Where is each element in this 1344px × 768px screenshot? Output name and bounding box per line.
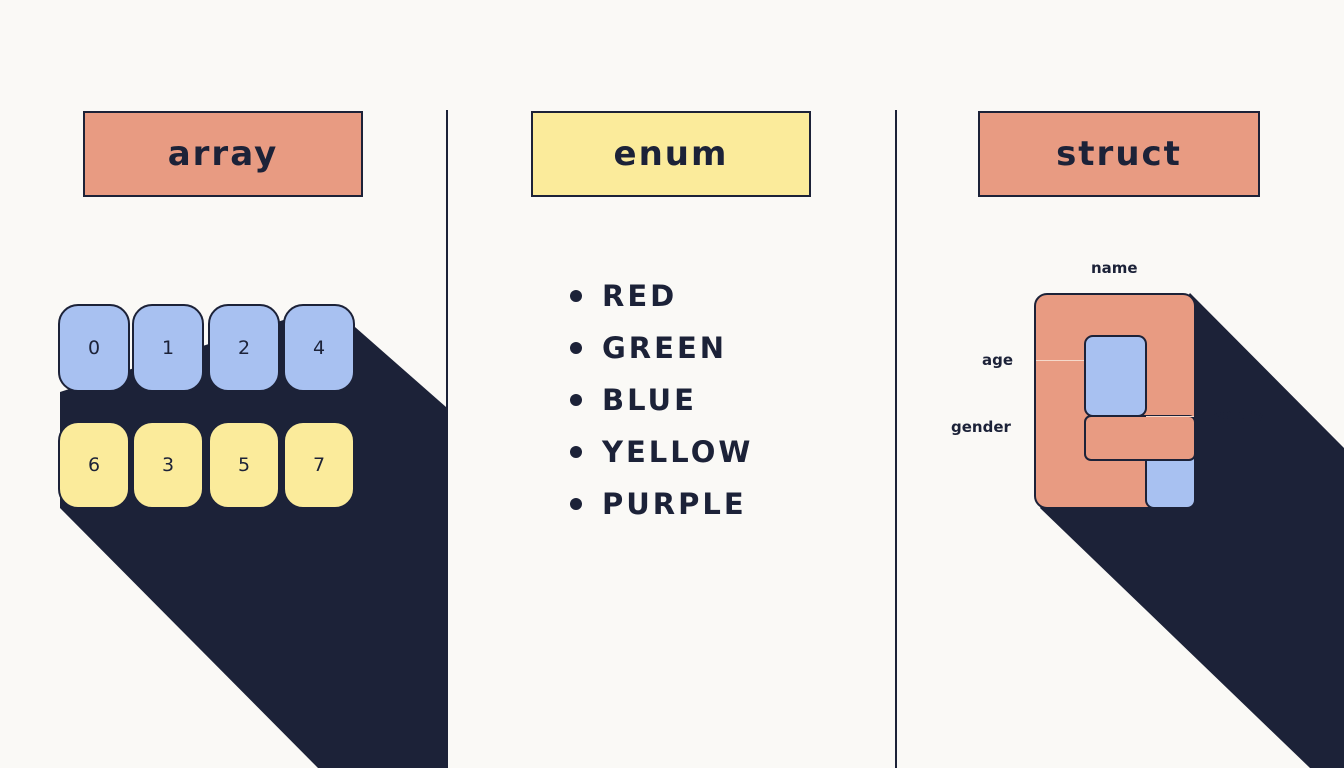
array-title-box: array	[83, 111, 363, 197]
array-cell-top: 2	[208, 304, 280, 392]
bullet-icon	[570, 342, 582, 354]
array-connector	[168, 390, 170, 422]
enum-item-label: GREEN	[602, 331, 728, 365]
array-cell-value: 0	[87, 337, 101, 359]
struct-field-name-label: name	[1091, 259, 1138, 277]
column-divider-right	[895, 110, 897, 768]
array-title: array	[167, 134, 279, 174]
array-connector	[244, 390, 246, 422]
bullet-icon	[570, 394, 582, 406]
enum-item: BLUE	[570, 374, 753, 426]
enum-item: PURPLE	[570, 478, 753, 530]
age-guide-line	[1036, 360, 1084, 361]
struct-field-gender-label: gender	[951, 418, 1011, 436]
struct-title-box: struct	[978, 111, 1260, 197]
struct-field-age-label: age	[982, 351, 1014, 369]
array-cell-value: 7	[312, 454, 326, 476]
array-connector	[93, 390, 95, 422]
enum-item: GREEN	[570, 322, 753, 374]
array-long-shadow	[60, 305, 446, 768]
array-cell-bottom: 7	[283, 421, 355, 509]
bullet-icon	[570, 498, 582, 510]
array-cell-value: 1	[161, 337, 175, 359]
enum-item-label: PURPLE	[602, 487, 747, 521]
array-cell-top: 0	[58, 304, 130, 392]
struct-block-gender	[1084, 415, 1196, 461]
array-cell-bottom: 5	[208, 421, 280, 509]
enum-title: enum	[613, 134, 729, 174]
struct-field-salary-label: salary	[1213, 405, 1265, 423]
salary-guide-line	[1146, 416, 1194, 417]
array-cell-top: 4	[283, 304, 355, 392]
enum-item: RED	[570, 270, 753, 322]
array-cell-value: 4	[312, 337, 326, 359]
array-cell-value: 2	[237, 337, 251, 359]
array-cell-value: 5	[237, 454, 251, 476]
array-cell-bottom: 6	[58, 421, 130, 509]
bullet-icon	[570, 290, 582, 302]
bullet-icon	[570, 446, 582, 458]
enum-item-label: YELLOW	[602, 435, 754, 469]
struct-block-age	[1084, 335, 1147, 417]
array-cell-top: 1	[132, 304, 204, 392]
array-cell-bottom: 3	[132, 421, 204, 509]
struct-title: struct	[1056, 134, 1182, 174]
enum-item-label: RED	[602, 279, 678, 313]
enum-item-label: BLUE	[602, 383, 697, 417]
column-divider-left	[446, 110, 448, 768]
array-connector	[320, 390, 322, 422]
enum-item: YELLOW	[570, 426, 753, 478]
enum-title-box: enum	[531, 111, 811, 197]
array-cell-value: 3	[161, 454, 175, 476]
enum-list: RED GREEN BLUE YELLOW PURPLE	[570, 270, 753, 530]
array-cell-value: 6	[87, 454, 101, 476]
